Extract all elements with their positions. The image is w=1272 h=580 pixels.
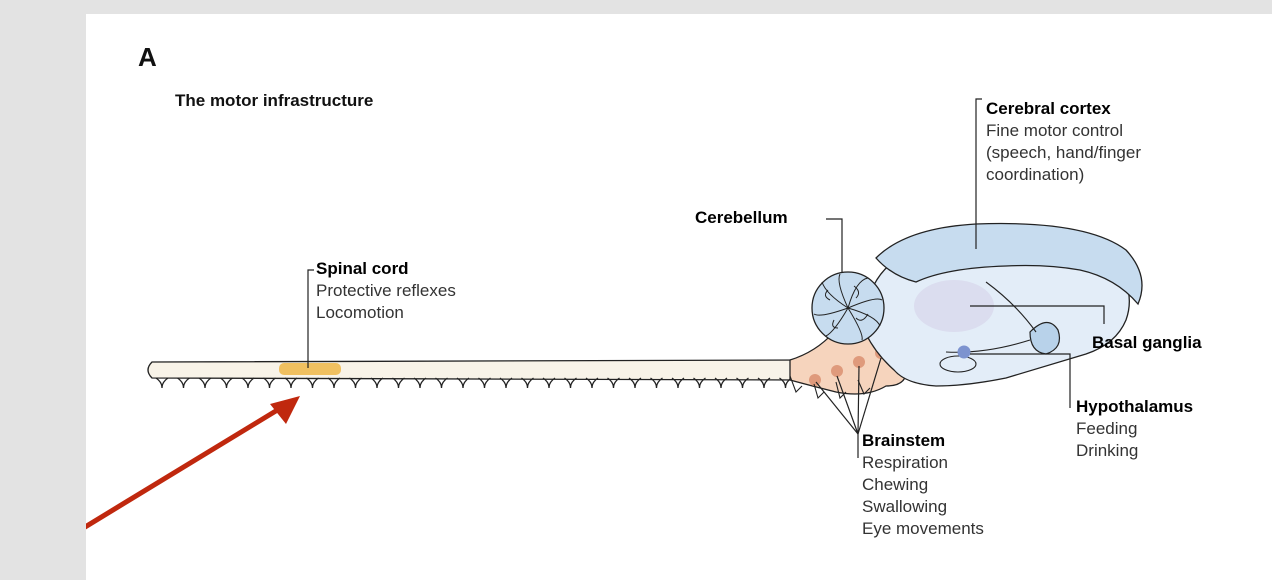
- cortex-label: Cerebral cortex Fine motor control (spee…: [986, 98, 1141, 186]
- cortex-line: coordination): [986, 164, 1141, 186]
- spinal-cord-highlight: [279, 363, 341, 375]
- spinal-nerve-root: [285, 378, 297, 388]
- brainstem-nucleus: [831, 365, 843, 377]
- spinal-nerve-root: [178, 378, 190, 388]
- hypothalamus-line: Feeding: [1076, 418, 1193, 440]
- spinal-line: Locomotion: [316, 302, 456, 324]
- brainstem-label: Brainstem Respiration Chewing Swallowing…: [862, 430, 984, 540]
- brainstem-line: Respiration: [862, 452, 984, 474]
- leader-spinal: [308, 270, 314, 368]
- brainstem-line: Chewing: [862, 474, 984, 496]
- hypothalamus-title: Hypothalamus: [1076, 396, 1193, 418]
- spinal-nerve-root: [156, 378, 168, 388]
- slide: A The motor infrastructure Cerebral cort…: [86, 14, 1272, 580]
- hypothalamus-dot: [958, 346, 971, 359]
- brainstem-nucleus: [809, 374, 821, 386]
- spinal-nerve-root: [350, 378, 362, 388]
- spinal-nerve-root: [242, 378, 254, 388]
- brainstem-line: Eye movements: [862, 518, 984, 540]
- cerebellum-title: Cerebellum: [695, 207, 788, 229]
- spinal-nerve-root: [393, 378, 405, 388]
- cortex-line: (speech, hand/finger: [986, 142, 1141, 164]
- hypothalamus-line: Drinking: [1076, 440, 1193, 462]
- spinal-nerve-root: [199, 378, 211, 388]
- leader-cerebellum: [826, 219, 842, 272]
- cerebellum-label: Cerebellum: [695, 207, 788, 229]
- optic-region: [940, 356, 976, 372]
- brainstem-line: Swallowing: [862, 496, 984, 518]
- diagram-subtitle: The motor infrastructure: [175, 90, 373, 112]
- spinal-nerve-root: [264, 378, 276, 388]
- hypothalamus-label: Hypothalamus Feeding Drinking: [1076, 396, 1193, 462]
- spinal-title: Spinal cord: [316, 258, 456, 280]
- spinal-cord-label: Spinal cord Protective reflexes Locomoti…: [316, 258, 456, 324]
- basal-ganglia-label: Basal ganglia: [1092, 332, 1202, 354]
- cortex-line: Fine motor control: [986, 120, 1141, 142]
- spinal-nerve-root: [221, 378, 233, 388]
- cerebellum-shape: [812, 272, 884, 344]
- panel-letter: A: [138, 46, 157, 68]
- cortex-title: Cerebral cortex: [986, 98, 1141, 120]
- spinal-nerve-root: [307, 378, 319, 388]
- red-arrow: [86, 396, 300, 572]
- basal-title: Basal ganglia: [1092, 332, 1202, 354]
- spinal-line: Protective reflexes: [316, 280, 456, 302]
- brainstem-title: Brainstem: [862, 430, 984, 452]
- spinal-nerve-root: [371, 378, 383, 388]
- spinal-nerve-root: [414, 378, 426, 388]
- spinal-nerve-root: [328, 378, 340, 388]
